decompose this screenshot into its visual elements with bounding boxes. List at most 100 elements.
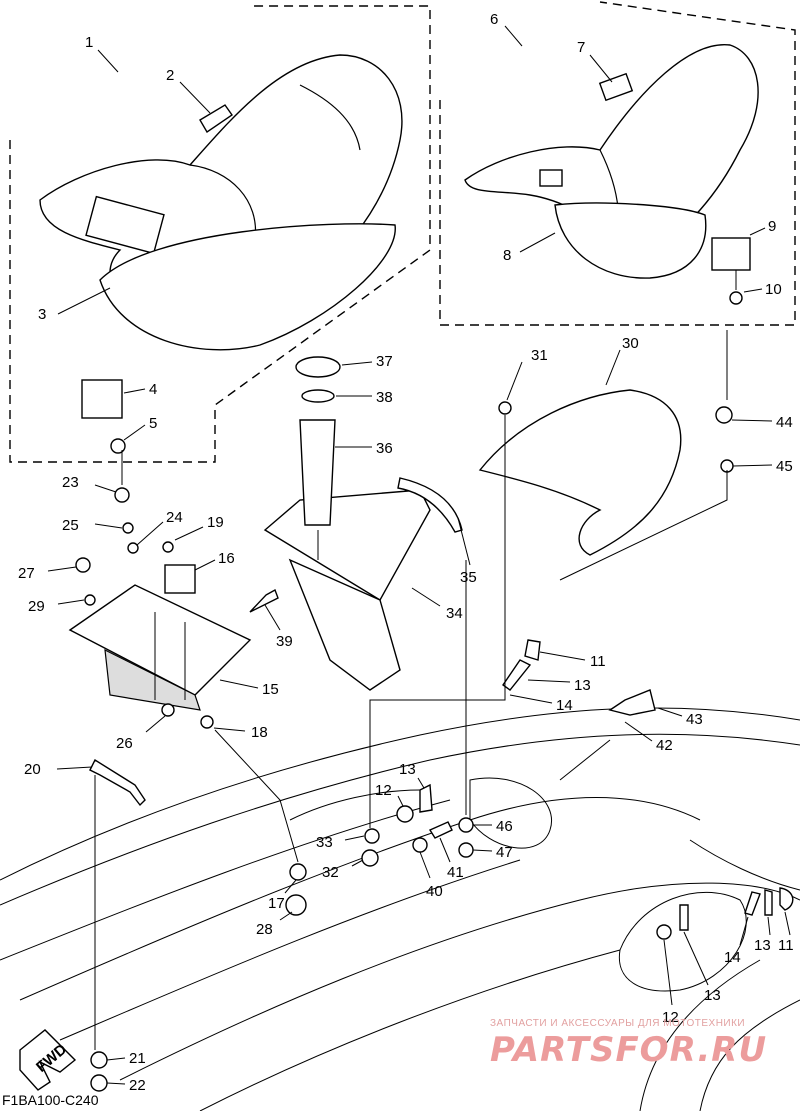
bolt-10 (729, 291, 743, 305)
bracket-9 (711, 237, 751, 271)
nut-26 (161, 703, 175, 717)
diagram-code: F1BA100-C240 (2, 1092, 99, 1108)
callout-23: 23 (62, 474, 79, 491)
callout-38: 38 (376, 389, 393, 406)
callout-2: 2 (166, 67, 174, 84)
watermark-tagline: ЗАПЧАСТИ И АКСЕССУАРЫ ДЛЯ МОТОТЕХНИКИ (490, 1018, 746, 1029)
cable-43 (608, 689, 656, 716)
callout-25: 25 (62, 517, 79, 534)
callout-45: 45 (776, 458, 793, 475)
callout-18: 18 (251, 724, 268, 741)
washer-24 (127, 542, 139, 554)
callout-10: 10 (765, 281, 782, 298)
callout-20: 20 (24, 761, 41, 778)
callout-41: 41 (447, 864, 464, 881)
cap-37 (295, 356, 341, 378)
callout-14-side: 14 (724, 949, 741, 966)
valve-39 (249, 588, 279, 613)
callout-8: 8 (503, 247, 511, 264)
callout-19: 19 (207, 514, 224, 531)
callout-30: 30 (622, 335, 639, 352)
bolt-31 (498, 401, 512, 415)
callout-47: 47 (496, 844, 513, 861)
bracket-box-15 (104, 648, 201, 711)
grommet-28 (285, 894, 307, 916)
washer-46 (458, 817, 474, 833)
callout-12: 12 (375, 782, 392, 799)
callout-6: 6 (490, 11, 498, 28)
cover-35 (397, 477, 463, 533)
hull-body (0, 707, 800, 1111)
handle-20 (89, 758, 146, 807)
gasket-38 (301, 389, 335, 403)
washer-25 (122, 522, 134, 534)
fuel-filler-36 (299, 419, 336, 526)
callout-3: 3 (38, 306, 46, 323)
callout-22: 22 (129, 1077, 146, 1094)
callout-15: 15 (262, 681, 279, 698)
seat-6-boundary (439, 1, 796, 326)
connection-lines (94, 270, 737, 1050)
callout-26: 26 (116, 735, 133, 752)
callout-21: 21 (129, 1050, 146, 1067)
fwd-arrow: FWD (19, 1029, 77, 1091)
callout-14: 14 (556, 697, 573, 714)
washer-33 (364, 828, 380, 844)
callout-13-lower: 13 (704, 987, 721, 1004)
callout-24: 24 (166, 509, 183, 526)
callout-11: 11 (590, 653, 606, 670)
bolt-5 (110, 438, 126, 454)
nut-12 (396, 805, 414, 823)
callout-11-side: 11 (778, 937, 794, 954)
clip-13c (764, 889, 773, 916)
storage-box-34 (263, 489, 431, 691)
seat-base-3 (99, 223, 396, 351)
callout-28: 28 (256, 921, 273, 938)
callout-31: 31 (531, 347, 548, 364)
bolt-23 (114, 487, 130, 503)
pin-11 (524, 639, 541, 661)
callout-40: 40 (426, 883, 443, 900)
callout-9: 9 (768, 218, 776, 235)
washer-29 (84, 594, 96, 606)
callout-12-side: 12 (662, 1009, 679, 1026)
callout-34: 34 (446, 605, 463, 622)
nut-12b (656, 924, 672, 940)
washer-17 (289, 863, 307, 881)
rear-cover-30 (478, 389, 682, 556)
callout-7: 7 (577, 39, 585, 56)
bracket-4 (81, 379, 123, 419)
bracket-15 (68, 584, 252, 696)
callout-16: 16 (218, 550, 235, 567)
grommet-32 (361, 849, 379, 867)
seat-rear (464, 44, 759, 279)
clip-13b (419, 783, 433, 813)
callout-43: 43 (686, 711, 703, 728)
spring-41 (428, 821, 453, 839)
callout-37: 37 (376, 353, 393, 370)
callout-17: 17 (268, 895, 285, 912)
callout-46: 46 (496, 818, 513, 835)
callout-1: 1 (85, 34, 93, 51)
callout-29: 29 (28, 598, 45, 615)
bolt-19 (162, 541, 174, 553)
callout-27: 27 (18, 565, 35, 582)
callout-5: 5 (149, 415, 157, 432)
seat-1-boundary (9, 5, 431, 463)
clip-13d (679, 904, 689, 931)
bracket-16 (164, 564, 196, 594)
nut-22 (90, 1074, 108, 1092)
bolt-44 (715, 406, 733, 424)
plate-14b (744, 891, 761, 916)
watermark-brand: PARTSFOR.RU (490, 1030, 768, 1070)
callout-36: 36 (376, 440, 393, 457)
callout-13: 13 (574, 677, 591, 694)
callout-33: 33 (316, 834, 333, 851)
grommet-47 (458, 842, 474, 858)
bolt-27 (75, 557, 91, 573)
callouts: 1 2 3 4 5 6 7 8 9 10 11 12 13 14 15 16 1… (18, 11, 794, 1094)
callout-4: 4 (149, 381, 157, 398)
callout-13-center: 13 (399, 761, 416, 778)
pin-11b (779, 887, 794, 911)
